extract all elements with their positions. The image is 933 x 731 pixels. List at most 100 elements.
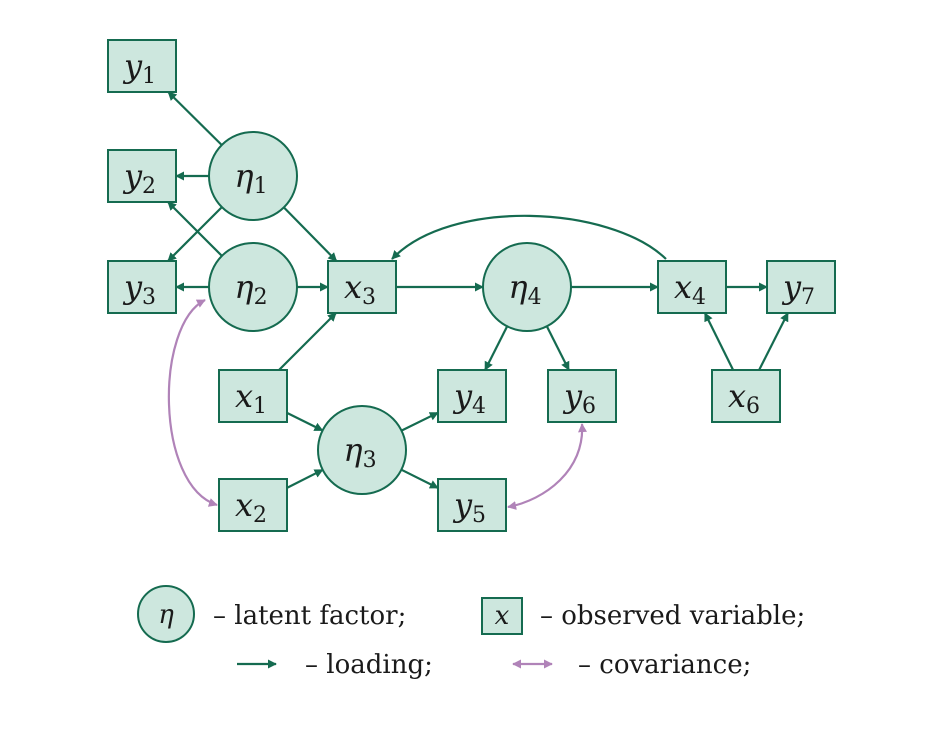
node-label-x2: x2 [235,486,267,528]
node-index: 3 [142,285,156,310]
node-label-y6: y6 [562,377,596,419]
node-label-x4: x4 [674,268,706,310]
loading-arrow-eta4-y4 [484,325,509,371]
node-y4: y4 [437,369,507,423]
observed-variable-box [218,478,288,532]
edges-layer [167,91,789,510]
node-y1: y1 [107,39,177,93]
node-label-y7: y7 [781,268,815,310]
node-eta4: η4 [482,242,572,332]
loading-arrow-x2-eta3 [286,468,324,489]
observed-variable-box [437,478,507,532]
observed-variable-box [437,369,507,423]
legend-latent-symbol: η [158,600,174,630]
legend-latent-circle [137,585,195,643]
node-index: 2 [254,285,268,310]
legend-loading-label: – loading; [305,650,433,680]
legend-observed-symbol: x [495,601,510,631]
loading-arrow-eta1-x3 [283,206,338,262]
loading-arrow-eta1-y3 [167,206,223,262]
loading-arrow-x1-eta3 [286,411,324,432]
node-x4: x4 [657,260,727,314]
node-x1: x1 [218,369,288,423]
node-symbol: y [452,377,473,415]
node-index: 2 [142,174,156,199]
covariance-arrow-eta2-x2 [167,299,218,507]
node-symbol: η [234,268,253,306]
node-symbol: x [235,377,253,415]
node-index: 6 [582,394,596,419]
node-x6: x6 [711,369,781,423]
latent-factor-circle [208,131,298,221]
observed-variable-box [107,149,177,203]
node-symbol: η [343,431,362,469]
node-label-y2: y2 [122,157,156,199]
node-label-eta4: η4 [508,268,541,310]
node-index: 2 [253,503,267,528]
node-y5: y5 [437,478,507,532]
node-index: 4 [692,285,706,310]
latent-factor-circle [208,242,298,332]
node-index: 3 [363,448,377,473]
node-label-x1: x1 [235,377,267,419]
loading-arrow-eta1-y1 [167,91,223,146]
node-label-eta2: η2 [234,268,267,310]
node-index: 3 [362,285,376,310]
node-label-y5: y5 [452,486,486,528]
node-y2: y2 [107,149,177,203]
node-symbol: y [781,268,802,306]
observed-variable-box [766,260,836,314]
node-symbol: y [122,268,143,306]
node-x3: x3 [327,260,397,314]
observed-variable-box [107,39,177,93]
node-symbol: η [508,268,527,306]
node-symbol: x [235,486,253,524]
node-symbol: y [122,157,143,195]
node-eta1: η1 [208,131,298,221]
node-symbol: x [344,268,362,306]
node-y7: y7 [766,260,836,314]
node-index: 4 [472,394,486,419]
node-label-eta1: η1 [234,157,267,199]
observed-variable-box [218,369,288,423]
node-y6: y6 [547,369,617,423]
observed-variable-box [711,369,781,423]
node-label-y1: y1 [122,47,156,89]
legend-covariance-label: – covariance; [578,650,751,680]
observed-variable-box [327,260,397,314]
node-symbol: y [562,377,583,415]
node-label-y4: y4 [452,377,486,419]
loading-arrow-eta3-y5 [400,468,439,489]
node-symbol: η [234,157,253,195]
node-index: 5 [472,503,486,528]
node-symbol: x [728,377,746,415]
legend-observed-label: – observed variable; [540,601,805,631]
legend-observed-box [481,597,523,635]
node-index: 1 [142,64,156,89]
observed-variable-box [547,369,617,423]
node-label-y3: y3 [122,268,156,310]
node-symbol: x [674,268,692,306]
node-label-eta3: η3 [343,431,376,473]
legend-latent-label: – latent factor; [213,601,406,631]
latent-factor-circle [482,242,572,332]
observed-variable-box [107,260,177,314]
legend: η – latent factor; x – observed variable… [137,585,805,680]
node-symbol: y [122,47,143,85]
node-index: 7 [801,285,815,310]
loading-arrow-x1-x3 [278,312,337,371]
node-index: 4 [528,285,542,310]
node-symbol: y [452,486,473,524]
loading-arrow-eta2-y2 [167,201,223,257]
node-x2: x2 [218,478,288,532]
node-eta2: η2 [208,242,298,332]
observed-variable-box [657,260,727,314]
node-index: 6 [746,394,760,419]
node-label-x3: x3 [344,268,376,310]
loading-arrow-x6-x4 [703,312,735,371]
latent-factor-circle [317,405,407,495]
node-y3: y3 [107,260,177,314]
loading-arrow-x6-y7 [758,312,789,371]
